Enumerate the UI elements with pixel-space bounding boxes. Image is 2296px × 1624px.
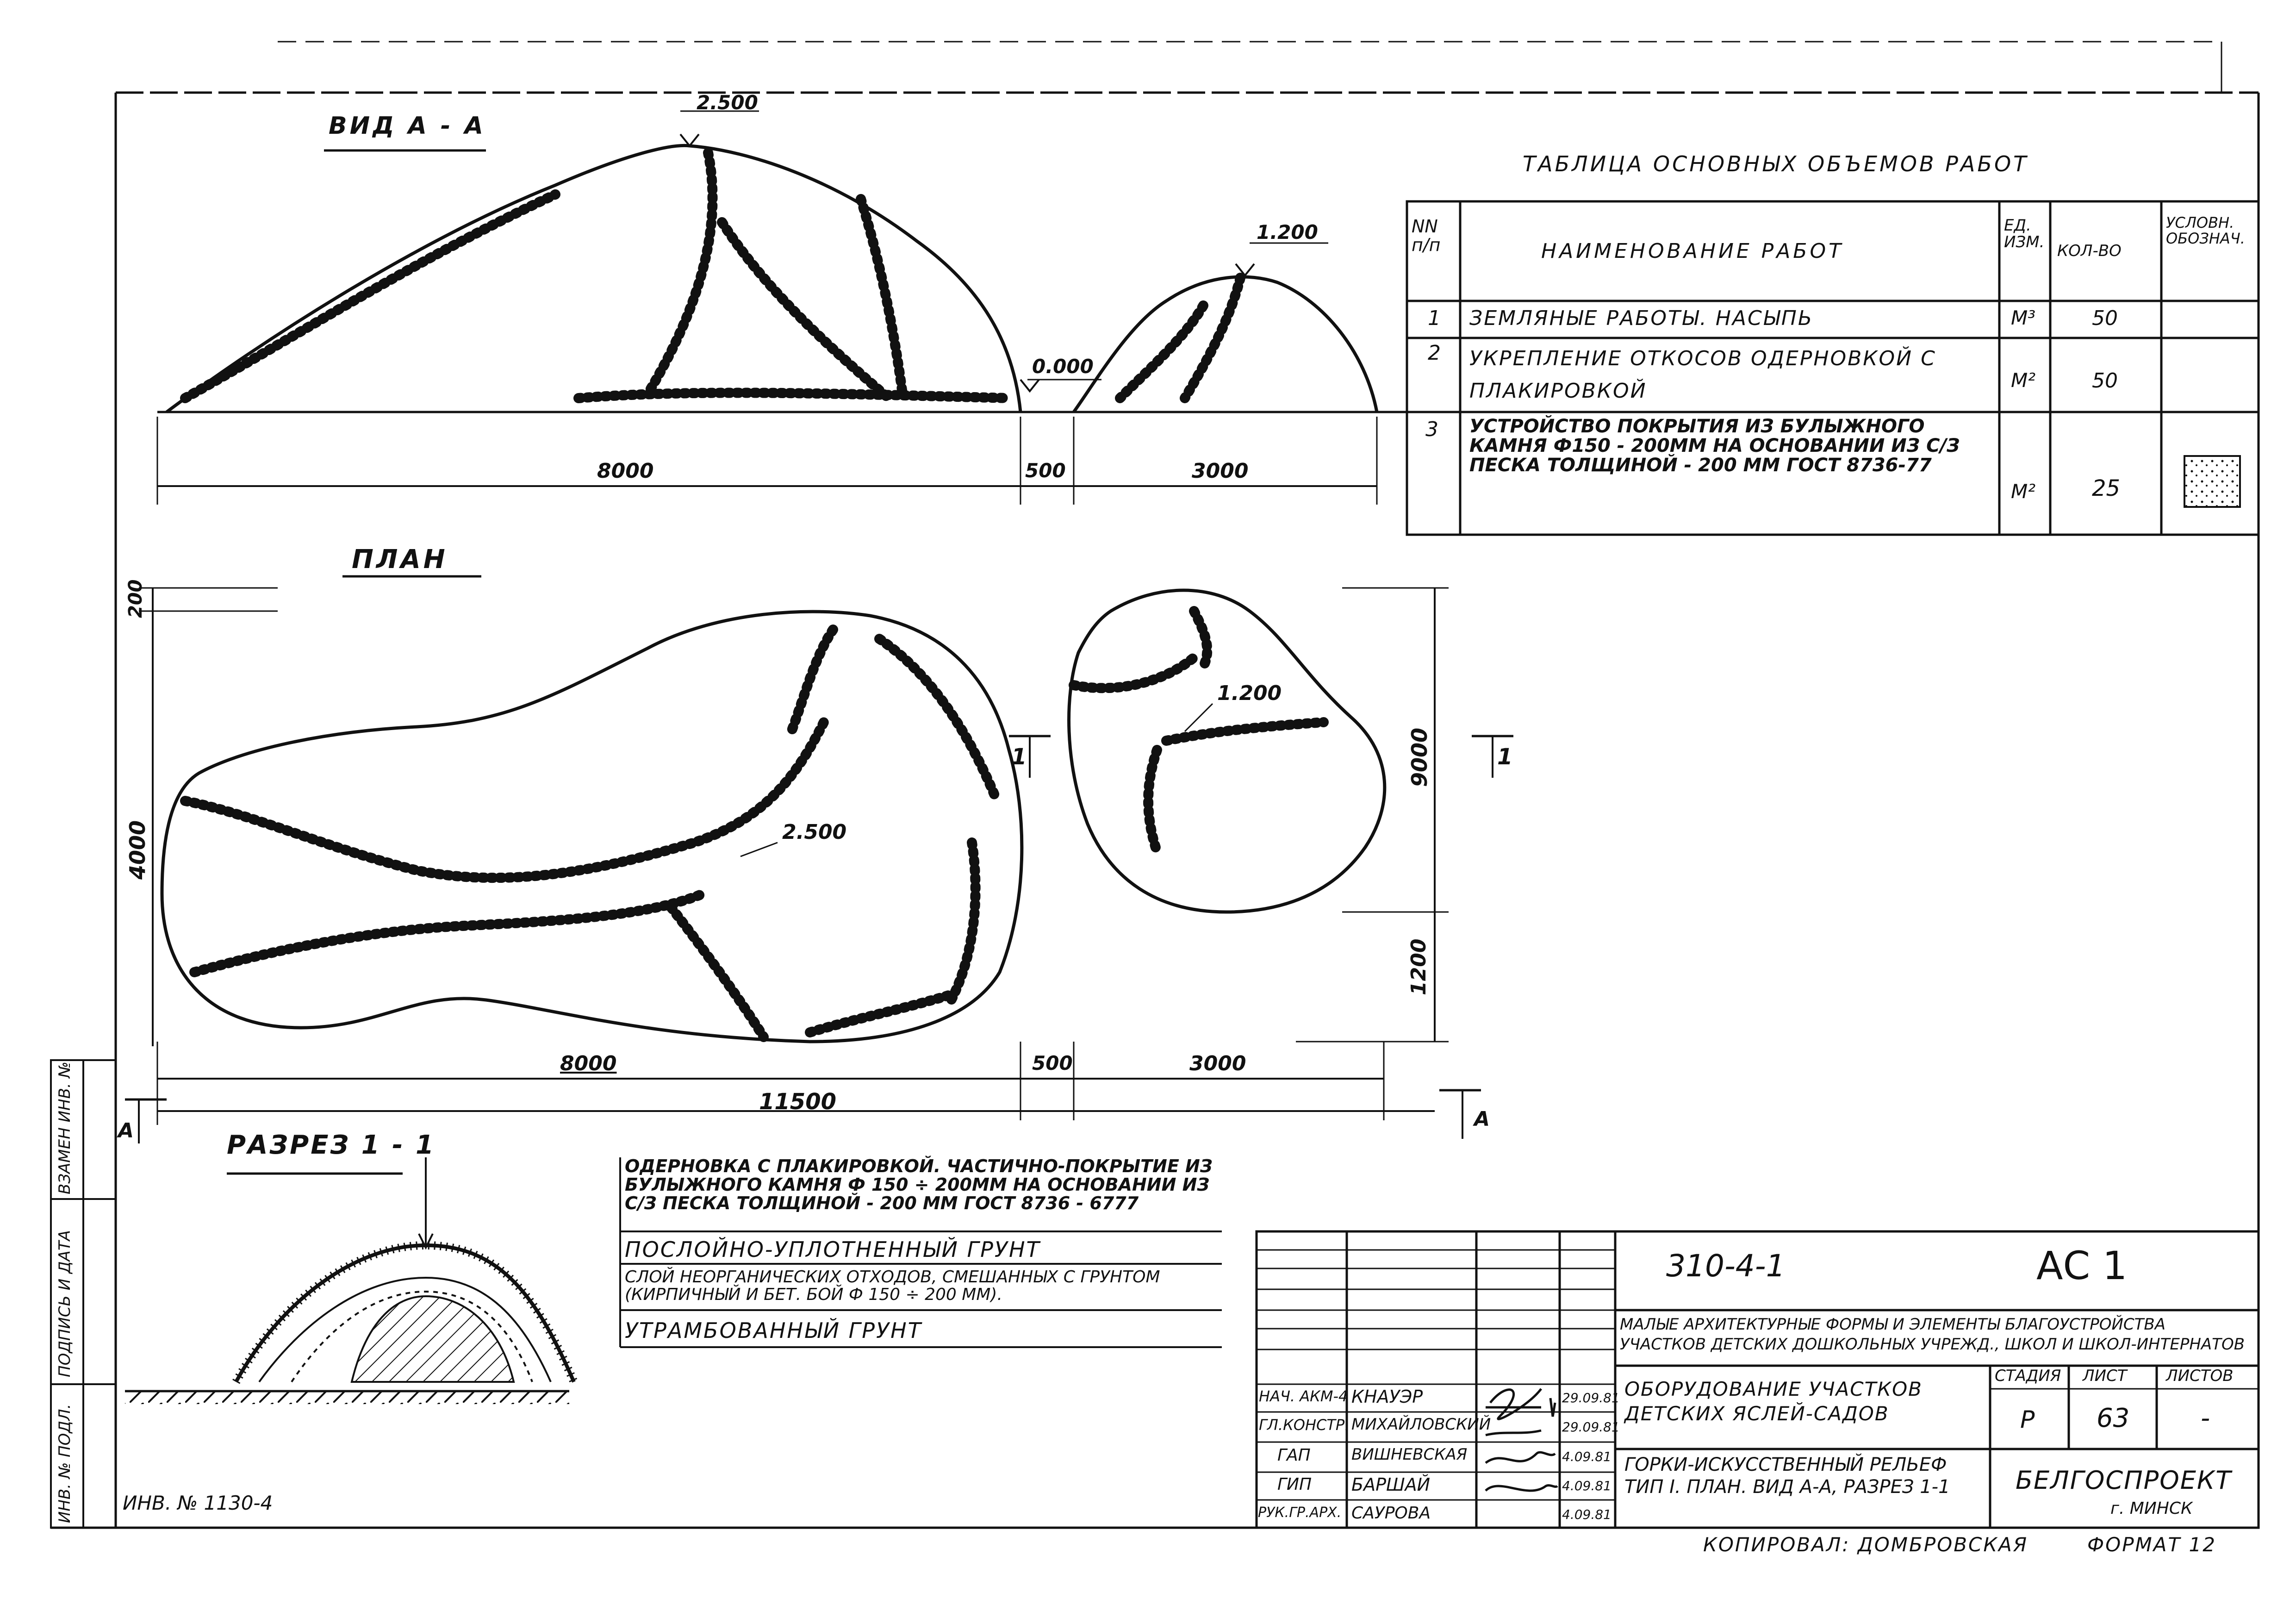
- signer-5-role: РУК.ГР.АРХ.: [1258, 1505, 1342, 1521]
- plan-peak-small: 1.200: [1217, 681, 1282, 705]
- doc-code: 310-4-1: [1666, 1248, 1786, 1284]
- view-peak-big-elevation: 2.500: [697, 91, 758, 114]
- view-ground-elevation: 0.000: [1032, 355, 1094, 378]
- section-mound: [234, 1243, 576, 1383]
- col-header-qty: КОЛ-ВО: [2057, 242, 2122, 260]
- small-hill-profile: [1072, 275, 1379, 413]
- row-3-num: 3: [1425, 418, 1438, 441]
- volumes-table-title: ТАБЛИЦА ОСНОВНЫХ ОБЪЕМОВ РАБОТ: [1523, 151, 2029, 176]
- plan-offset-top: 200: [125, 579, 146, 618]
- row-3-name: УСТРОЙСТВО ПОКРЫТИЯ ИЗ БУЛЫЖНОГО КАМНЯ Ф…: [1469, 416, 1960, 476]
- plan-title: ПЛАН: [352, 544, 448, 575]
- row-1-unit: М³: [2011, 306, 2036, 329]
- signer-4-name: БАРШАЙ: [1351, 1474, 1431, 1495]
- org-name: БЕЛГОСПРОЕКТ: [2016, 1466, 2232, 1495]
- signer-5-date: 4.09.81: [1562, 1507, 1612, 1522]
- sheets-label: ЛИСТОВ: [2166, 1367, 2234, 1385]
- signer-5-name: САУРОВА: [1351, 1504, 1431, 1523]
- signer-3-date: 4.09.81: [1562, 1449, 1612, 1464]
- signer-1-date: 29.09.81: [1562, 1390, 1620, 1405]
- row-1-num: 1: [1428, 306, 1441, 330]
- side-stamp-sign: ПОДПИСЬ И ДАТА: [56, 1230, 74, 1377]
- object-name: ОБОРУДОВАНИЕ УЧАСТКОВ ДЕТСКИХ ЯСЛЕЙ-САДО…: [1624, 1378, 1923, 1425]
- section-hatch: [350, 1295, 515, 1383]
- section-layer-3: СЛОЙ НЕОРГАНИЧЕСКИХ ОТХОДОВ, СМЕШАННЫХ С…: [625, 1268, 1160, 1304]
- cut-mark-1-right: 1: [1497, 744, 1513, 770]
- view-peak-small-elevation: 1.200: [1257, 221, 1318, 244]
- signer-4-date: 4.09.81: [1562, 1478, 1612, 1493]
- sheets-value: -: [2201, 1403, 2210, 1433]
- title-block-grid: [1255, 1230, 2260, 1529]
- plan-peak-big: 2.500: [782, 820, 847, 844]
- view-len-small: 3000: [1192, 459, 1249, 483]
- row-3-qty: 25: [2092, 475, 2121, 501]
- section-11: [125, 1157, 1222, 1404]
- row-1-name: ЗЕМЛЯНЫЕ РАБОТЫ. НАСЫПЬ: [1469, 306, 1814, 330]
- sheet-frame: [51, 41, 2260, 1529]
- cut-mark-a-left: А: [118, 1119, 134, 1143]
- view-title: ВИД А - А: [329, 112, 486, 140]
- sheet-code: АС 1: [2036, 1243, 2128, 1288]
- signer-4-role: ГИП: [1277, 1475, 1312, 1494]
- copied-by: КОПИРОВАЛ: ДОМБРОВСКАЯ: [1703, 1533, 2028, 1556]
- volumes-table-grid: [1406, 200, 2260, 536]
- signer-2-date: 29.09.81: [1562, 1419, 1620, 1435]
- sheet-value: 63: [2097, 1403, 2130, 1433]
- cut-mark-a-right: А: [1474, 1107, 1490, 1131]
- view-aa: [156, 110, 1412, 505]
- sheet-label: ЛИСТ: [2083, 1367, 2127, 1385]
- side-stamp-inv: ИНВ. № ПОДЛ.: [56, 1404, 74, 1523]
- project-name: МАЛЫЕ АРХИТЕКТУРНЫЕ ФОРМЫ И ЭЛЕМЕНТЫ БЛА…: [1620, 1315, 2245, 1354]
- row-1-qty: 50: [2092, 306, 2118, 330]
- col-header-symbol: УСЛОВН. ОБОЗНАЧ.: [2166, 214, 2245, 247]
- view-len-big: 8000: [597, 459, 654, 483]
- drawing-name: ГОРКИ-ИСКУССТВЕННЫЙ РЕЛЬЕФ ТИП I. ПЛАН. …: [1624, 1454, 1950, 1498]
- signer-2-name: МИХАЙЛОВСКИЙ: [1351, 1415, 1491, 1434]
- plan-width-big: 4000: [125, 820, 150, 880]
- plan-width-small: 9000: [1407, 727, 1432, 787]
- org-city: г. МИНСК: [2110, 1499, 2193, 1518]
- row-2-unit: М²: [2011, 369, 2036, 392]
- plan-len-big: 8000: [560, 1052, 617, 1075]
- signer-1-name: КНАУЭР: [1351, 1387, 1423, 1407]
- plan-cobble-strips: [180, 606, 1329, 1042]
- view-gap: 500: [1025, 459, 1066, 482]
- cut-mark-1-left: 1: [1011, 744, 1027, 770]
- section-layer-2: ПОСЛОЙНО-УПЛОТНЕННЫЙ ГРУНТ: [625, 1237, 1041, 1262]
- col-header-name: НАИМЕНОВАНИЕ РАБОТ: [1541, 239, 1844, 263]
- big-hill-profile: [165, 144, 1022, 413]
- row-2-name: УКРЕПЛЕНИЕ ОТКОСОВ ОДЕРНОВКОЙ С ПЛАКИРОВ…: [1469, 347, 1936, 403]
- col-header-unit: ЕД. ИЗМ.: [2004, 216, 2045, 251]
- sheet-format: ФОРМАТ 12: [2087, 1533, 2216, 1556]
- section-layer-4: УТРАМБОВАННЫЙ ГРУНТ: [625, 1318, 922, 1343]
- col-header-num: NN п/п: [1412, 216, 1441, 255]
- plan-gap: 500: [1032, 1052, 1073, 1074]
- row-3-unit: М²: [2011, 480, 2036, 503]
- plan: [125, 575, 1513, 1143]
- section-layer-1: ОДЕРНОВКА С ПЛАКИРОВКОЙ. ЧАСТИЧНО-ПОКРЫТ…: [625, 1156, 1213, 1213]
- plan-total: 11500: [759, 1089, 836, 1115]
- plan-len-small: 3000: [1189, 1052, 1246, 1075]
- cobble-strip: [180, 148, 1245, 403]
- plan-offset-small: 1200: [1407, 938, 1431, 995]
- signer-3-role: ГАП: [1277, 1446, 1311, 1465]
- row-2-qty: 50: [2092, 369, 2118, 393]
- row-2-num: 2: [1428, 341, 1441, 365]
- stage-value: Р: [2020, 1406, 2035, 1434]
- signatures: [1485, 1388, 1558, 1492]
- inventory-number: ИНВ. № 1130-4: [123, 1492, 273, 1514]
- stage-label: СТАДИЯ: [1995, 1367, 2061, 1385]
- side-stamp-replace: ВЗАМЕН ИНВ. №: [56, 1062, 74, 1194]
- big-mound-outline: [160, 610, 1024, 1043]
- section-title: РАЗРЕЗ 1 - 1: [227, 1130, 436, 1160]
- signer-1-role: НАЧ. АКМ-4: [1259, 1387, 1348, 1405]
- small-mound-outline: [1067, 588, 1387, 914]
- side-stamp: [50, 1059, 117, 1529]
- signer-3-name: ВИШНЕВСКАЯ: [1351, 1445, 1468, 1464]
- signer-2-role: ГЛ.КОНСТР.: [1259, 1416, 1350, 1434]
